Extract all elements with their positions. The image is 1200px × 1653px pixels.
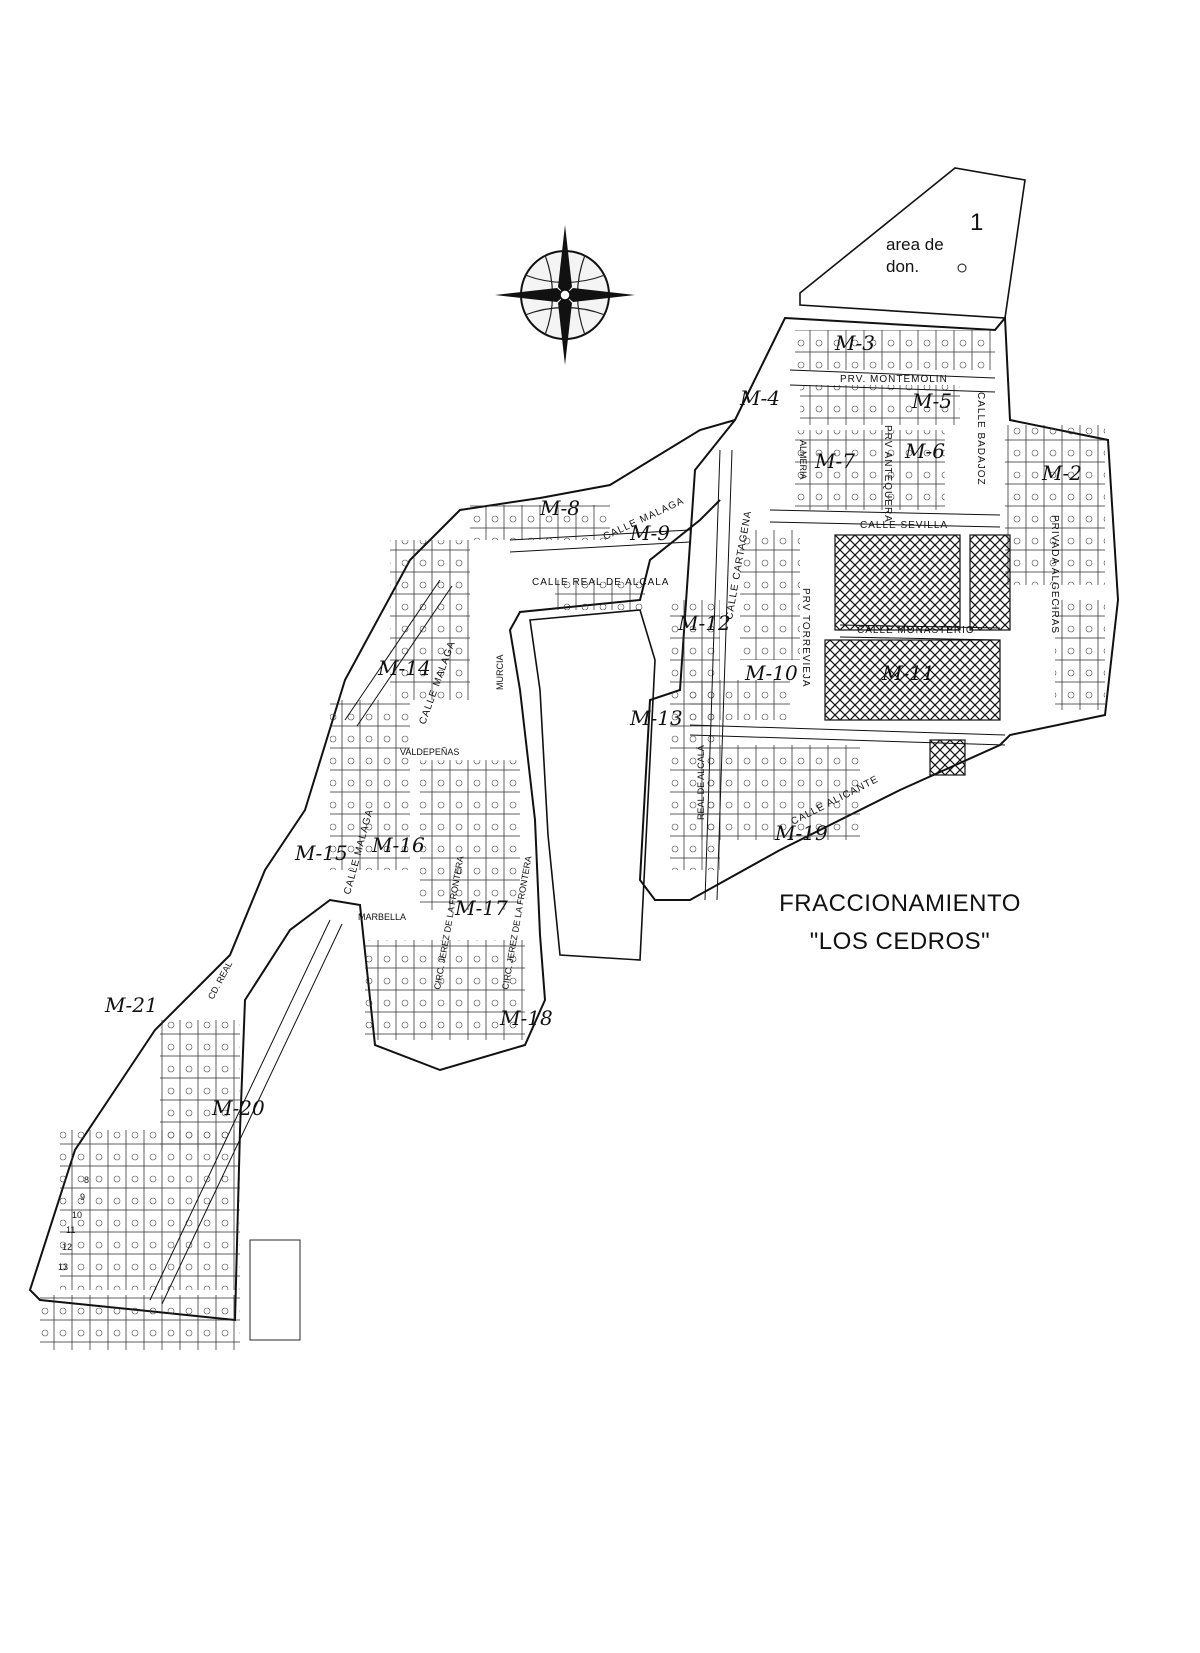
block-m5: M-5 [911,389,952,413]
block-m3: M-3 [834,331,875,355]
map-title-line1: FRACCIONAMIENTO [779,890,1021,917]
street-valdepenas: VALDEPEÑAS [400,747,459,757]
street-lines [149,369,1006,1305]
street-sevilla: CALLE SEVILLA [860,520,948,531]
street-monasterio: CALLE MONASTERIO [857,625,975,636]
map-title: FRACCIONAMIENTO "LOS CEDROS" [700,885,1100,961]
donation-area-label-1: area de [886,235,944,254]
lots [40,330,1105,1350]
street-real-de-alcala: CALLE REAL DE ALCALA [532,577,669,588]
block-m20: M-20 [211,1096,265,1120]
lot-9: 9 [80,1192,85,1202]
block-m21: M-21 [104,993,158,1017]
block-m11: M-11 [881,661,935,685]
block-m14: M-14 [377,656,431,680]
lot-12: 12 [62,1242,72,1252]
block-m13: M-13 [629,706,683,730]
donation-area-label-2: don. [886,257,919,276]
street-marbella: MARBELLA [358,912,406,922]
block-m16: M-16 [371,833,425,857]
block-m8: M-8 [539,496,580,520]
block-m2: M-2 [1041,461,1082,485]
block-m15: M-15 [294,841,348,865]
block-m10: M-10 [744,661,798,685]
lot-11: 11 [66,1225,75,1235]
street-badajoz: CALLE BADAJOZ [975,392,986,486]
block-labels: M-3 M-4 M-5 M-6 M-7 M-2 M-8 M-9 M-12 M-1… [104,331,1082,1120]
street-almeria: ALMERIA [798,440,808,480]
green-areas [824,534,1011,776]
street-montemolin: PRV. MONTEMOLIN [840,374,948,385]
street-torrevieja: PRV TORREVIEJA [800,588,811,688]
street-algeciras: PRIVADA ALGECIRAS [1049,515,1060,634]
map-title-line2: "LOS CEDROS" [809,928,991,955]
lot-numbers: 8 9 10 11 12 13 [58,1175,89,1272]
block-m7: M-7 [814,449,855,473]
lot-8: 8 [84,1175,89,1185]
block-m17: M-17 [454,896,508,920]
street-antequera: PRV ANTEQUERA [882,425,893,523]
donation-area-number: 1 [970,209,983,236]
block-m19: M-19 [774,821,828,845]
block-m12: M-12 [677,611,731,635]
block-m6: M-6 [904,439,945,463]
street-murcia: MURCIA [495,655,505,691]
street-real-de-alcala-south: REAL DE ALCALÁ [696,745,706,820]
block-m18: M-18 [499,1006,553,1030]
block-m4: M-4 [739,386,780,410]
lot-13: 13 [58,1262,68,1272]
lot-10: 10 [72,1210,82,1220]
block-m9: M-9 [629,521,670,545]
compass-rose-icon [495,225,635,365]
donation-area: 1 area de don. [799,167,1026,319]
